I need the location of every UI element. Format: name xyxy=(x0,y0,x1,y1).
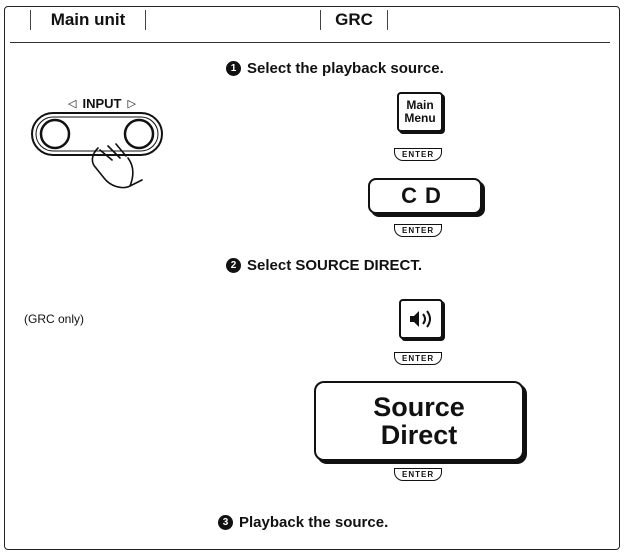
enter-button[interactable]: ENTER xyxy=(394,224,443,237)
enter-button[interactable]: ENTER xyxy=(394,468,443,481)
step-text-1: Select the playback source. xyxy=(247,60,444,77)
step-1: 1 Select the playback source. xyxy=(226,60,444,77)
grc-only-note: (GRC only) xyxy=(24,312,85,326)
input-knobs-illustration xyxy=(31,112,163,189)
left-arrow-icon: ◁ xyxy=(68,98,77,110)
header-main-unit: Main unit xyxy=(30,10,146,30)
step-2: 2 Select SOURCE DIRECT. xyxy=(226,257,422,274)
knob-panel-inner xyxy=(35,116,159,152)
source-direct-button[interactable]: Source Direct xyxy=(314,381,524,461)
enter-button[interactable]: ENTER xyxy=(394,148,443,161)
right-arrow-icon: ▷ xyxy=(127,98,136,110)
hand-icon xyxy=(91,143,143,189)
instruction-frame xyxy=(4,6,620,550)
step-text-2: Select SOURCE DIRECT. xyxy=(247,257,423,274)
cd-button[interactable]: CD xyxy=(368,178,482,214)
step-number-3: 3 xyxy=(218,515,233,530)
source-direct-line2: Direct xyxy=(380,420,458,450)
source-direct-line1: Source xyxy=(373,392,465,422)
step-3: 3 Playback the source. xyxy=(218,514,388,531)
source-direct-speaker-button[interactable] xyxy=(399,299,443,339)
step-number-1: 1 xyxy=(226,61,241,76)
main-menu-line1: Main xyxy=(406,98,434,112)
speaker-icon xyxy=(410,310,431,328)
step-number-2: 2 xyxy=(226,258,241,273)
input-knob-right-icon xyxy=(123,118,155,150)
input-label-text: INPUT xyxy=(82,96,122,111)
input-label: ◁ INPUT ▷ xyxy=(42,96,162,111)
enter-button[interactable]: ENTER xyxy=(394,352,443,365)
main-menu-line2: Menu xyxy=(404,111,436,125)
input-knob-left-icon xyxy=(39,118,71,150)
step-text-3: Playback the source. xyxy=(239,514,389,531)
main-menu-button[interactable]: Main Menu xyxy=(397,92,443,132)
header-grc: GRC xyxy=(320,10,388,30)
header-divider xyxy=(10,42,610,43)
